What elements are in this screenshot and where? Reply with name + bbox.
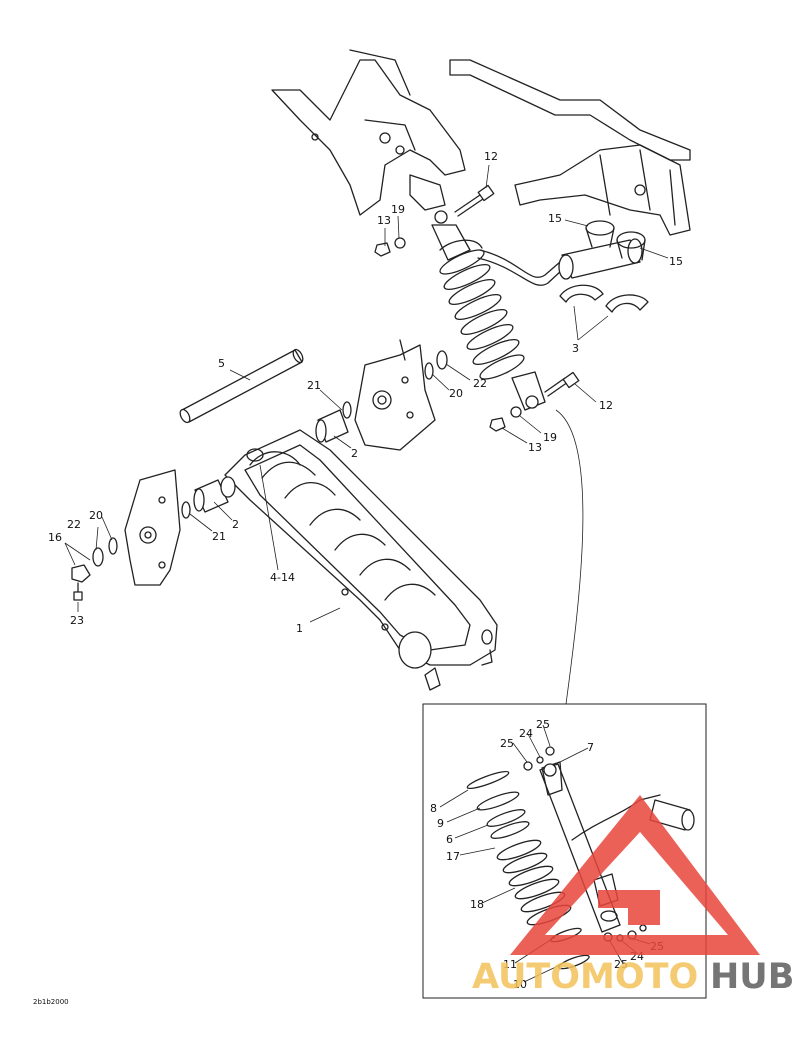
callout-21a: 21 bbox=[307, 379, 321, 392]
callout-24a: 24 bbox=[519, 727, 533, 740]
watermark-logo: AUTOMOTO HUB bbox=[472, 795, 794, 997]
callout-17: 17 bbox=[446, 850, 460, 863]
callout-12a: 12 bbox=[484, 150, 498, 163]
shock-spring bbox=[439, 249, 525, 380]
callout-15b: 15 bbox=[669, 255, 683, 268]
callout-22b: 22 bbox=[67, 518, 81, 531]
callout-20a: 20 bbox=[449, 387, 463, 400]
right-bushings bbox=[315, 350, 448, 443]
callout-22a: 22 bbox=[473, 377, 487, 390]
callout-8: 8 bbox=[430, 802, 437, 815]
callout-2b: 2 bbox=[232, 518, 239, 531]
shock-bolts bbox=[374, 184, 580, 432]
callout-13b: 13 bbox=[528, 441, 542, 454]
right-bracket bbox=[354, 339, 436, 451]
callout-15a: 15 bbox=[548, 212, 562, 225]
callout-5: 5 bbox=[218, 357, 225, 370]
callout-21b: 21 bbox=[212, 530, 226, 543]
callout-3: 3 bbox=[572, 342, 579, 355]
callout-13a: 13 bbox=[377, 214, 391, 227]
callout-10: 10 bbox=[513, 978, 527, 991]
reservoir bbox=[558, 220, 649, 313]
callout-4-14: 4-14 bbox=[270, 571, 295, 584]
callout-19a: 19 bbox=[391, 203, 405, 216]
watermark-text-hub: HUB bbox=[710, 957, 794, 997]
callout-25b: 25 bbox=[500, 737, 514, 750]
callout-19b: 19 bbox=[543, 431, 557, 444]
figure-id: 2b1b2000 bbox=[33, 998, 69, 1006]
callout-1: 1 bbox=[296, 622, 303, 635]
callout-11: 11 bbox=[503, 958, 517, 971]
left-bracket bbox=[124, 469, 181, 586]
callout-9: 9 bbox=[437, 817, 444, 830]
left-bushings bbox=[71, 479, 229, 601]
callout-18: 18 bbox=[470, 898, 484, 911]
upper-linkage bbox=[449, 59, 691, 236]
callout-20b: 20 bbox=[89, 509, 103, 522]
leader-lines bbox=[64, 164, 669, 705]
callout-2a: 2 bbox=[351, 447, 358, 460]
swing-arm bbox=[220, 429, 498, 691]
callout-16: 16 bbox=[48, 531, 62, 544]
shaft bbox=[179, 348, 304, 424]
callout-12b: 12 bbox=[599, 399, 613, 412]
callout-7: 7 bbox=[587, 741, 594, 754]
callout-25d: 25 bbox=[614, 958, 628, 971]
callout-6: 6 bbox=[446, 833, 453, 846]
watermark-text-automoto: AUTOMOTO bbox=[472, 957, 698, 997]
shock-absorber bbox=[431, 210, 563, 411]
callout-23: 23 bbox=[70, 614, 84, 627]
callout-labels: 12 13 19 15 15 3 5 22 20 21 12 19 13 2 2… bbox=[48, 150, 683, 991]
frame-structure bbox=[271, 49, 466, 216]
callout-25a: 25 bbox=[536, 718, 550, 731]
